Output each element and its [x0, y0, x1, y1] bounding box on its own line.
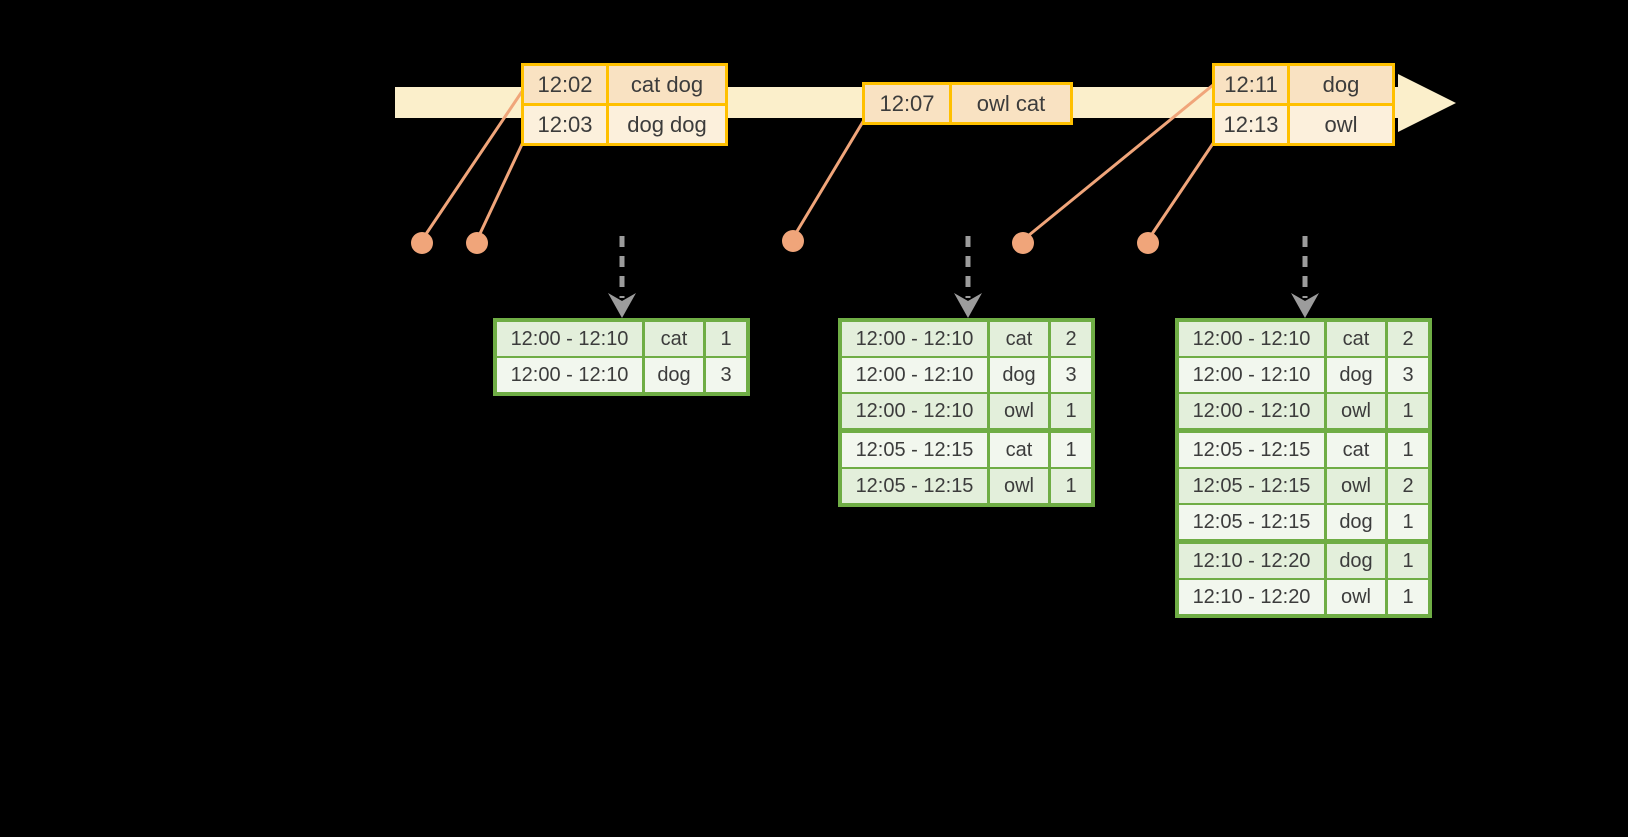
- word-cell: cat: [1327, 322, 1385, 356]
- count-cell: 1: [1051, 469, 1091, 503]
- word-cell: cat: [645, 322, 703, 356]
- window-cell: 12:00 - 12:10: [842, 358, 987, 392]
- connector-line: [791, 119, 866, 239]
- connector-line: [1022, 83, 1214, 242]
- word-cell: owl: [1327, 580, 1385, 614]
- event-table: 12:02 cat dog 12:03 dog dog: [521, 63, 728, 146]
- trigger-arrowhead-icon: [608, 293, 636, 318]
- event-time-cell: 12:02: [524, 66, 606, 103]
- event-words-cell: cat dog: [609, 66, 725, 103]
- count-cell: 1: [1388, 394, 1428, 428]
- window-cell: 12:00 - 12:10: [842, 322, 987, 356]
- event-table: 12:11 dog 12:13 owl: [1212, 63, 1395, 146]
- event-words-cell: dog: [1290, 66, 1392, 103]
- count-cell: 1: [1388, 433, 1428, 467]
- window-cell: 12:05 - 12:15: [1179, 505, 1324, 539]
- count-cell: 1: [706, 322, 746, 356]
- count-cell: 2: [1051, 322, 1091, 356]
- count-cell: 3: [1388, 358, 1428, 392]
- result-table: 12:00 - 12:10 cat 2 12:00 - 12:10 dog 3 …: [1175, 318, 1432, 618]
- connector-line: [1146, 141, 1216, 241]
- result-row: 12:00 - 12:10 owl 1: [842, 394, 1091, 428]
- connector-line: [475, 139, 526, 241]
- event-dot-icon: [1012, 232, 1034, 254]
- window-cell: 12:10 - 12:20: [1179, 544, 1324, 578]
- result-table: 12:00 - 12:10 cat 2 12:00 - 12:10 dog 3 …: [838, 318, 1095, 507]
- word-cell: cat: [990, 322, 1048, 356]
- result-row: 12:05 - 12:15 cat 1: [842, 433, 1091, 467]
- result-row: 12:00 - 12:10 owl 1: [1179, 394, 1428, 428]
- window-cell: 12:00 - 12:10: [1179, 394, 1324, 428]
- count-cell: 1: [1051, 433, 1091, 467]
- event-time-cell: 12:07: [865, 85, 949, 122]
- event-words-cell: dog dog: [609, 106, 725, 143]
- event-row: 12:13 owl: [1215, 106, 1392, 143]
- result-row: 12:05 - 12:15 dog 1: [1179, 505, 1428, 539]
- word-cell: dog: [1327, 505, 1385, 539]
- count-cell: 2: [1388, 322, 1428, 356]
- result-row: 12:05 - 12:15 cat 1: [1179, 433, 1428, 467]
- event-table: 12:07 owl cat: [862, 82, 1073, 125]
- word-cell: owl: [1327, 394, 1385, 428]
- count-cell: 3: [1051, 358, 1091, 392]
- result-row: 12:00 - 12:10 cat 2: [1179, 322, 1428, 356]
- trigger-arrowhead-icon: [1291, 293, 1319, 318]
- window-cell: 12:00 - 12:10: [497, 358, 642, 392]
- word-cell: owl: [1327, 469, 1385, 503]
- event-row: 12:11 dog: [1215, 66, 1392, 103]
- event-words-cell: owl cat: [952, 85, 1070, 122]
- event-row: 12:02 cat dog: [524, 66, 725, 103]
- word-cell: dog: [1327, 358, 1385, 392]
- result-row: 12:00 - 12:10 dog 3: [842, 358, 1091, 392]
- word-cell: dog: [990, 358, 1048, 392]
- result-row: 12:10 - 12:20 owl 1: [1179, 580, 1428, 614]
- count-cell: 3: [706, 358, 746, 392]
- event-time-cell: 12:13: [1215, 106, 1287, 143]
- count-cell: 1: [1388, 580, 1428, 614]
- count-cell: 1: [1388, 505, 1428, 539]
- window-cell: 12:10 - 12:20: [1179, 580, 1324, 614]
- result-row: 12:05 - 12:15 owl 1: [842, 469, 1091, 503]
- count-cell: 1: [1051, 394, 1091, 428]
- result-row: 12:05 - 12:15 owl 2: [1179, 469, 1428, 503]
- word-cell: dog: [1327, 544, 1385, 578]
- timeline-arrowhead-icon: [1398, 74, 1456, 132]
- word-cell: owl: [990, 469, 1048, 503]
- word-cell: cat: [990, 433, 1048, 467]
- event-dot-icon: [1137, 232, 1159, 254]
- count-cell: 1: [1388, 544, 1428, 578]
- window-cell: 12:00 - 12:10: [497, 322, 642, 356]
- result-table: 12:00 - 12:10 cat 1 12:00 - 12:10 dog 3: [493, 318, 750, 396]
- event-dot-icon: [782, 230, 804, 252]
- event-words-cell: owl: [1290, 106, 1392, 143]
- event-row: 12:07 owl cat: [865, 85, 1070, 122]
- window-cell: 12:05 - 12:15: [842, 469, 987, 503]
- result-row: 12:00 - 12:10 cat 2: [842, 322, 1091, 356]
- trigger-arrowhead-icon: [954, 293, 982, 318]
- window-cell: 12:00 - 12:10: [1179, 322, 1324, 356]
- word-cell: owl: [990, 394, 1048, 428]
- event-dot-icon: [411, 232, 433, 254]
- event-row: 12:03 dog dog: [524, 106, 725, 143]
- word-cell: cat: [1327, 433, 1385, 467]
- event-time-cell: 12:11: [1215, 66, 1287, 103]
- word-cell: dog: [645, 358, 703, 392]
- window-cell: 12:00 - 12:10: [1179, 358, 1324, 392]
- result-row: 12:00 - 12:10 dog 3: [497, 358, 746, 392]
- result-row: 12:00 - 12:10 dog 3: [1179, 358, 1428, 392]
- window-cell: 12:05 - 12:15: [1179, 433, 1324, 467]
- count-cell: 2: [1388, 469, 1428, 503]
- result-row: 12:10 - 12:20 dog 1: [1179, 544, 1428, 578]
- event-dot-icon: [466, 232, 488, 254]
- window-cell: 12:05 - 12:15: [1179, 469, 1324, 503]
- window-cell: 12:05 - 12:15: [842, 433, 987, 467]
- window-cell: 12:00 - 12:10: [842, 394, 987, 428]
- result-row: 12:00 - 12:10 cat 1: [497, 322, 746, 356]
- event-time-cell: 12:03: [524, 106, 606, 143]
- connector-line: [420, 89, 525, 241]
